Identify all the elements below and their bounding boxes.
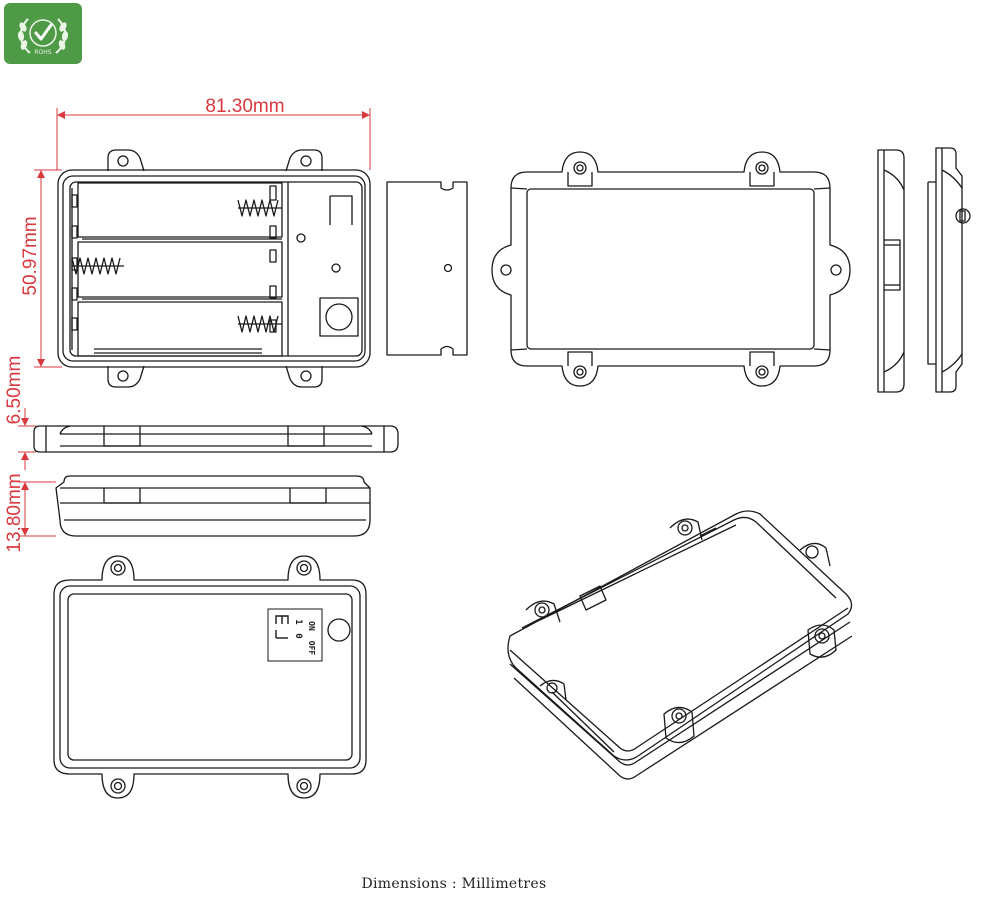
front-elevation-base: [55, 475, 371, 537]
side-panel-view: [386, 181, 468, 356]
side-elevation-lid: [877, 149, 905, 393]
front-elevation-lid: [33, 425, 399, 453]
rohs-laurel-check-icon: [17, 18, 69, 54]
height-dimension: 50.97mm: [20, 216, 41, 295]
dimension-lines: [18, 108, 371, 537]
spring-3: [237, 315, 279, 333]
switch-off-text: OFF: [307, 641, 316, 656]
spring-1: [237, 199, 279, 217]
switch-on-text: ON: [307, 621, 316, 631]
lid-top-view: [491, 151, 851, 387]
side-elevation-base: [927, 147, 971, 393]
lid-thickness-dimension: 6.50mm: [4, 356, 25, 425]
isometric-view: [507, 510, 853, 780]
base-thickness-dimension: 13.80mm: [4, 473, 25, 552]
rohs-badge: [4, 3, 82, 64]
technical-drawing: 81.30mm 50.97mm 6.50mm 13.80mm: [4, 96, 971, 799]
spring-2: [71, 257, 121, 275]
width-dimension: 81.30mm: [205, 96, 284, 117]
switch-on-number: 1: [293, 619, 303, 624]
top-view-battery-holder: [57, 149, 371, 388]
bottom-view: [53, 555, 367, 799]
switch-off-number: 0: [293, 633, 303, 638]
switch-on-icon: [275, 615, 289, 639]
badge-label: ROHS: [34, 49, 52, 56]
dimensions-caption: Dimensions : Millimetres: [361, 876, 547, 892]
switch-label: 1 0 ON OFF: [267, 608, 323, 662]
